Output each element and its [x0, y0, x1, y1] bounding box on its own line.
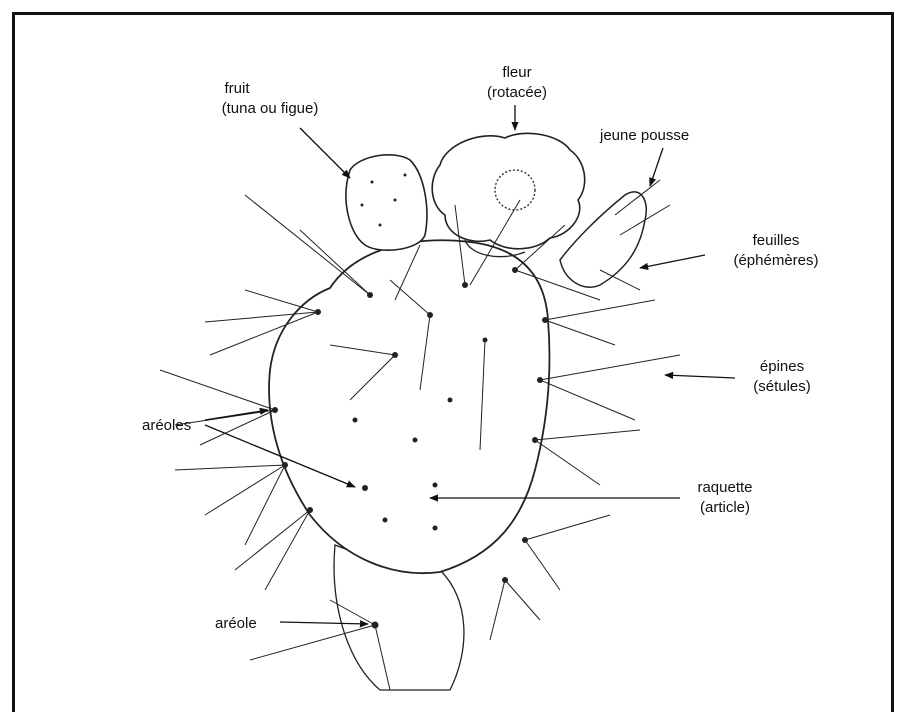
arrow-feuilles: [640, 255, 705, 268]
cactus-illustration: [160, 133, 680, 690]
arrow-jeune-pousse: [650, 148, 663, 186]
label-fleur-detail: (rotacée): [487, 84, 547, 101]
label-jeune-pousse: jeune pousse: [599, 127, 689, 144]
fruit-shape: [346, 155, 427, 250]
label-raquette-detail: (article): [700, 499, 750, 516]
main-pad: [269, 240, 549, 573]
arrow-fruit: [300, 128, 350, 178]
label-epines: épines: [760, 358, 804, 375]
label-raquette: raquette: [697, 479, 752, 496]
label-epines-detail: (sétules): [753, 378, 811, 395]
label-fruit: fruit: [224, 80, 250, 97]
arrow-epines: [665, 375, 735, 378]
label-areoles: aréoles: [142, 417, 191, 434]
label-feuilles-detail: (éphémères): [733, 252, 818, 269]
flower-center: [495, 170, 535, 210]
label-areole: aréole: [215, 615, 257, 632]
arrow-areoles-upper: [205, 410, 268, 420]
label-feuilles: feuilles: [753, 232, 800, 249]
label-fruit-detail: (tuna ou figue): [222, 100, 319, 117]
label-fleur: fleur: [502, 64, 531, 81]
